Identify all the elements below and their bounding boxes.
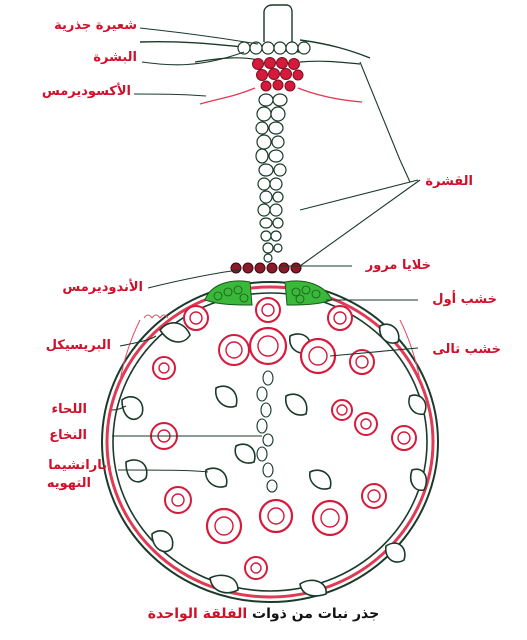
label-passage-cells: خلايا مرور bbox=[366, 258, 431, 273]
label-parenchyma-line1: بارانشيما bbox=[48, 458, 107, 473]
passage-cells bbox=[231, 263, 301, 273]
label-epidermis: البشرة bbox=[93, 50, 137, 65]
caption-prefix: جذر نبات من ذوات bbox=[252, 606, 379, 622]
label-parenchyma-line2: التهويه bbox=[47, 476, 91, 491]
epidermis-cells bbox=[238, 42, 310, 54]
figure-caption: جذر نبات من ذوات الفلقة الواحدة bbox=[0, 606, 527, 622]
exodermis-cells bbox=[253, 58, 304, 92]
cortex-cells bbox=[256, 94, 287, 262]
label-exodermis: الأكسوديرمس bbox=[42, 84, 131, 99]
root-hair bbox=[264, 5, 292, 42]
label-endodermis: الأندوديرمس bbox=[62, 280, 143, 295]
label-pericycle: البريسيكل bbox=[46, 338, 111, 353]
caption-highlight: الفلقة الواحدة bbox=[148, 606, 247, 622]
label-pith: النخاع bbox=[49, 428, 87, 443]
label-metaxylem: خشب تالى bbox=[432, 342, 501, 357]
label-protoxylem: خشب أول bbox=[432, 292, 497, 307]
label-cortex: القشرة bbox=[425, 174, 473, 189]
label-phloem: اللحاء bbox=[51, 402, 87, 417]
label-root-hair: شعيرة جذرية bbox=[54, 18, 137, 33]
